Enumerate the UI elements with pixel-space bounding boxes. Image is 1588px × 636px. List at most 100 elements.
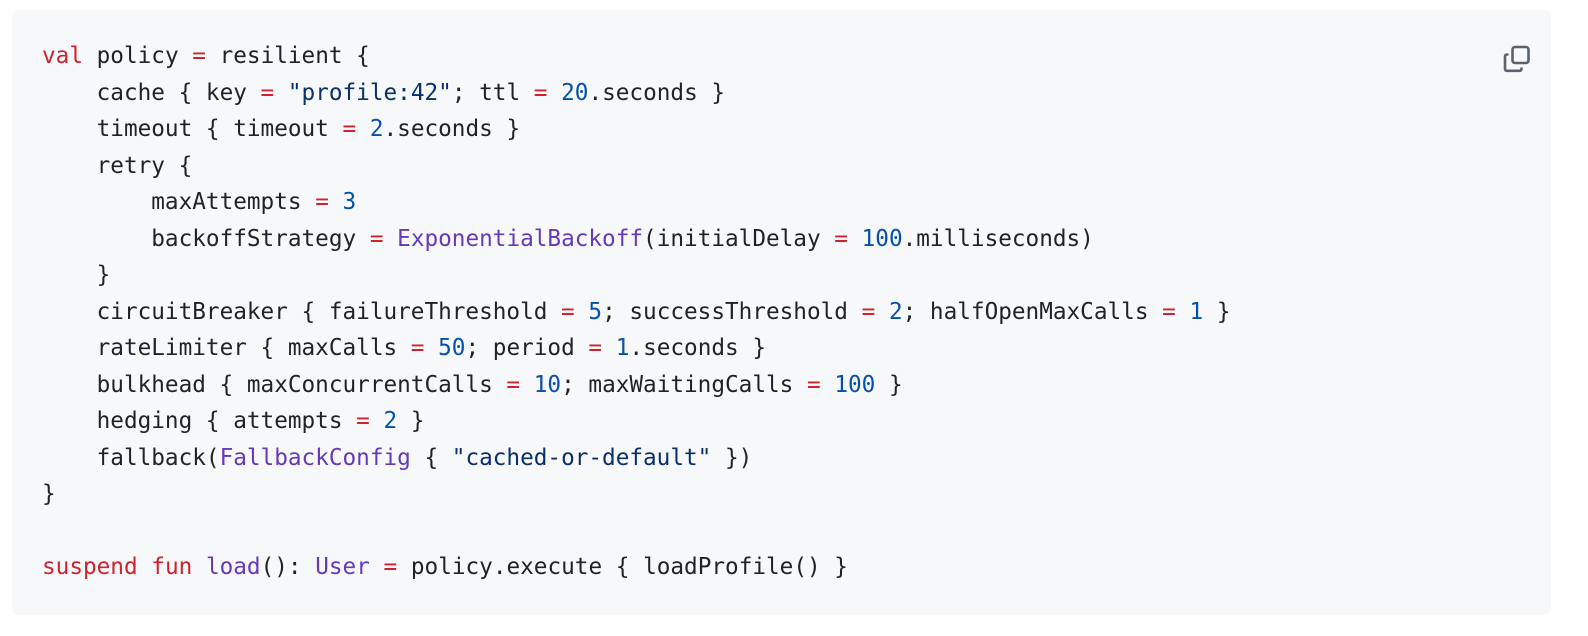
code-token: 20 [561,79,589,106]
code-token: .seconds } [629,335,767,361]
code-token [848,226,862,252]
code-line: circuitBreaker { failureThreshold = 5; s… [42,294,1231,331]
code-token: = [192,43,206,69]
code-token: suspend [42,554,138,580]
code-token: 2 [888,298,903,325]
code-token: = [533,79,548,106]
code-token: bulkhead { maxConcurrentCalls [42,371,507,398]
code-token: FallbackConfig [219,444,411,471]
code-token: } [42,481,56,507]
code-line: val policy = resilient { [42,38,1230,75]
code-token: } [875,371,903,398]
code-token: 2 [369,116,384,142]
code-token: 5 [588,298,603,325]
code-token [192,554,206,580]
code-token: hedging { attempts [42,408,357,434]
code-line: fallback(FallbackConfig { "cached-or-def… [42,440,1230,477]
code-token: (initialDelay [643,225,835,252]
code-line: timeout { timeout = 2.seconds } [42,111,1230,148]
code-token [875,299,889,325]
code-token: = [356,408,370,434]
code-token: .seconds } [383,116,521,142]
code-token: 10 [533,371,562,398]
code-token [356,116,370,142]
code-token: } [1203,298,1231,325]
code-line: suspend fun load(): User = policy.execut… [42,549,1230,586]
code-token: 100 [861,225,903,252]
code-token: ; ttl [451,79,534,106]
code-token: rateLimiter { maxCalls [42,335,411,361]
code-line: rateLimiter { maxCalls = 50; period = 1.… [42,330,1230,367]
code-token: = [506,371,521,398]
code-token [424,335,438,361]
code-token: ; halfOpenMaxCalls [902,298,1163,325]
code-token: = [383,554,398,580]
code-line: } [42,257,1230,294]
code-token: 100 [834,371,876,398]
code-token: = [861,298,876,325]
code-token: load [205,554,261,580]
code-line: cache { key = "profile:42"; ttl = 20.sec… [42,75,1230,112]
code-line [42,513,1230,550]
code-block: val policy = resilient { cache { key = "… [12,10,1551,615]
code-line: retry { [42,148,1230,185]
code-token: "cached-or-default" [451,444,712,471]
code-token [370,554,384,580]
code-token: User [315,554,370,580]
code-line: maxAttempts = 3 [42,184,1230,221]
code-token [602,335,616,361]
code-token: .milliseconds) [902,225,1094,252]
code-token: timeout { timeout [42,116,343,142]
code-token: retry { [42,152,193,179]
code-token: fallback( [42,444,220,471]
code-token: } [397,408,425,434]
code-content: val policy = resilient { cache { key = "… [42,38,1230,586]
code-token: maxAttempts [42,189,316,215]
code-token [547,80,561,106]
code-token: = [260,79,275,106]
code-token: policy [82,43,193,69]
code-token: "profile:42" [287,79,452,106]
code-token: = [588,335,603,361]
code-token [821,372,835,398]
code-token: ; successThreshold [602,298,862,325]
code-token: = [369,225,384,252]
code-token [520,372,534,398]
code-token [384,226,398,252]
code-token: ExponentialBackoff [397,225,644,252]
code-token: } [42,262,111,288]
code-line: backoffStrategy = ExponentialBackoff(ini… [42,221,1230,258]
code-token: = [561,298,575,325]
code-token: resilient { [205,43,370,69]
code-token: 2 [383,408,398,434]
code-token: ; period [465,335,589,361]
code-token: = [806,371,821,398]
code-token: = [342,116,357,142]
copy-icon [1503,45,1530,73]
code-token: 50 [438,335,466,361]
code-token [274,80,288,106]
code-token: = [1162,298,1176,325]
code-token: backoffStrategy [42,225,370,252]
code-token: = [834,225,848,252]
code-line: bulkhead { maxConcurrentCalls = 10; maxW… [42,367,1230,404]
code-token [1176,299,1190,325]
copy-button[interactable] [1496,38,1538,80]
code-token [575,299,589,325]
code-token: val [42,43,83,69]
code-token: = [315,189,329,215]
code-token: .seconds } [588,79,726,106]
code-token: { [410,444,452,471]
code-line: } [42,476,1230,513]
code-token: }) [711,444,753,471]
code-token: cache { key [42,79,261,106]
code-token: ; maxWaitingCalls [561,371,807,398]
code-token [138,554,152,580]
code-token: fun [151,554,193,580]
code-token [370,408,384,434]
code-token: circuitBreaker { failureThreshold [42,298,562,325]
code-token: (): [260,554,316,580]
code-token: 1 [1189,298,1204,325]
code-token: 1 [615,335,630,361]
code-token: 3 [342,189,357,215]
